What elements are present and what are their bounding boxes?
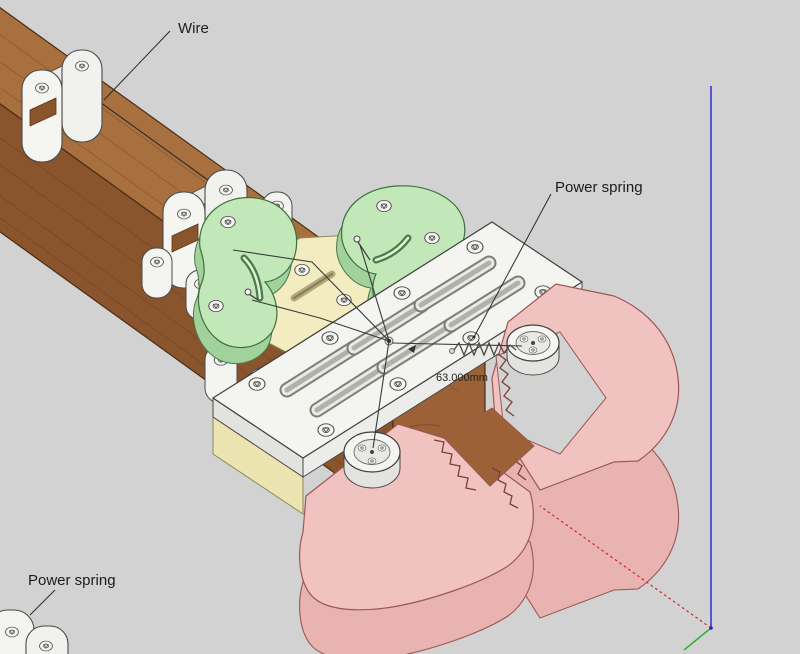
spring-anchor-hole [449,348,455,354]
screw-icon[interactable] [393,286,411,300]
screw-icon[interactable] [220,215,236,229]
clamp-teeth [497,353,515,417]
screw-icon[interactable] [208,299,224,313]
plate-top-face [211,221,584,459]
leader-line-power-spring-top [473,193,552,338]
screw-icon[interactable] [466,240,484,254]
annotations[interactable]: Wire Power spring Power spring [28,20,643,616]
screw-icon[interactable] [321,331,339,345]
clamp-teeth [433,439,477,491]
leader-line-power-spring-bottom [29,589,56,616]
cam-pin [248,293,259,301]
power-spring-part[interactable] [0,609,69,654]
dimension-text: 63.000mm [436,372,488,384]
screw-icon[interactable] [377,444,387,452]
knob-right[interactable] [506,324,560,376]
knob-bottom[interactable] [343,431,401,489]
cam-top [197,196,298,349]
clip1-window [29,97,57,127]
screw-icon[interactable] [367,457,377,465]
screw-icon[interactable] [424,231,440,245]
plate-slots [279,255,526,418]
screw-icon[interactable] [462,331,480,345]
wire-clip-1[interactable] [21,49,103,163]
power-spring-label-bottom[interactable]: Power spring [28,572,116,589]
screw-icon[interactable] [537,335,547,343]
dimension-arrow [408,345,416,353]
clamp-teeth [491,467,519,509]
drawing-axes [539,86,713,651]
screw-icon[interactable] [519,335,529,343]
wire-label[interactable]: Wire [178,20,209,37]
dimension-63mm[interactable]: 63.000mm [387,339,488,384]
screw-icon[interactable] [357,444,367,452]
screw-icon[interactable] [389,377,407,391]
screw-icon[interactable] [35,82,49,94]
red-axis-dotted [539,505,712,629]
clamp-jaw-opening [443,407,535,487]
power-spring-label-top[interactable]: Power spring [555,179,643,196]
screw-icon[interactable] [294,263,310,277]
green-cam-left[interactable] [193,196,298,365]
screw-icon[interactable] [150,256,164,268]
screw-icon[interactable] [5,626,19,638]
power-spring-coil[interactable] [453,341,517,357]
leader-line-wire [103,30,171,101]
screw-icon[interactable] [528,346,538,354]
screw-icon[interactable] [376,199,392,213]
screw-icon[interactable] [317,423,335,437]
axes-origin [709,626,713,630]
screw-icon[interactable] [248,377,266,391]
green-axis [683,627,712,651]
screw-icon[interactable] [75,60,89,72]
screw-icon[interactable] [219,184,233,196]
screw-icon[interactable] [177,208,191,220]
screw-icon[interactable] [39,640,53,652]
